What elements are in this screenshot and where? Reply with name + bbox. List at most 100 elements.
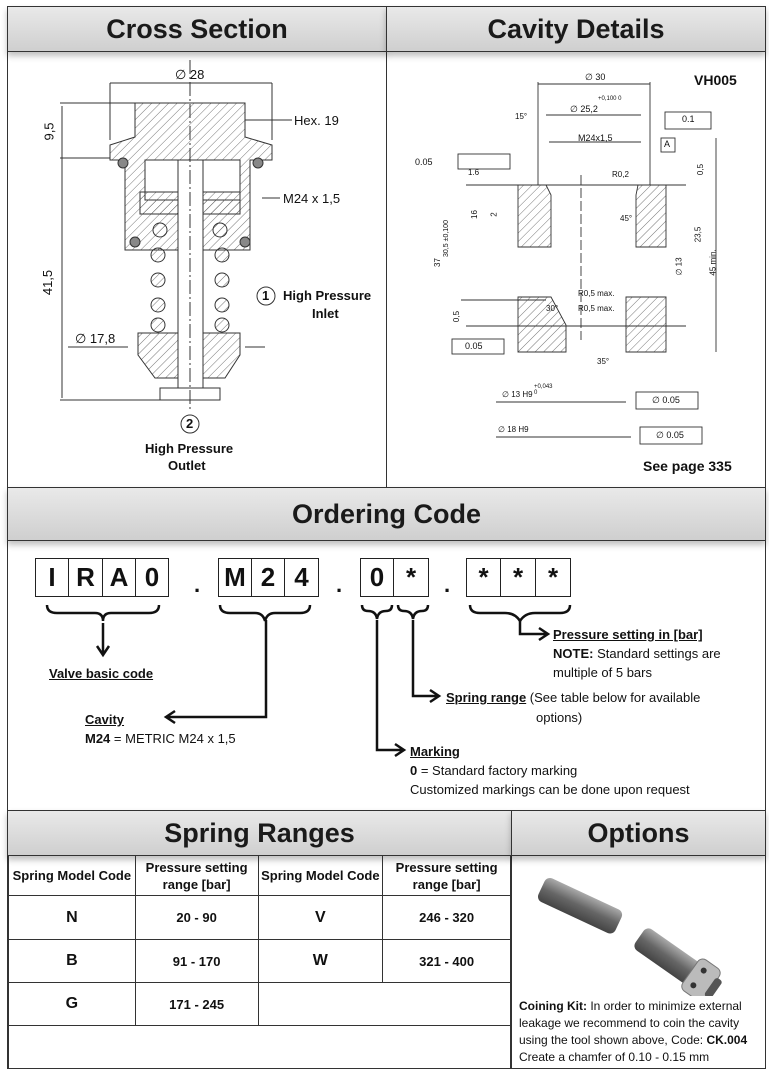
col-header: Pressure setting range [bar] [382,855,511,896]
marking-label: Marking [410,744,460,759]
angle-35: 35° [597,357,610,366]
separator: . [194,572,201,597]
pressure-range: 321 - 400 [382,939,511,983]
coining-kit-desc: In order to minimize external leakage we… [519,999,742,1047]
dim-d25-2: ∅ 25,2 [570,104,598,114]
spring-code: W [257,939,384,983]
spring-code: V [257,895,384,940]
col-header: Pressure setting range [bar] [134,855,259,896]
cavity-code: M24 [85,731,111,746]
tol-d25-2: +0,100 0 [598,96,622,102]
port-1-label-2: Inlet [312,306,339,321]
dim-diameter-28: ∅ 28 [175,67,205,82]
spring-code: N [8,895,136,940]
angle-30: 30° [546,304,559,313]
cavity-title: Cavity Details [386,6,766,52]
spring-ranges-title: Spring Ranges [7,810,512,856]
code-char: 4 [284,558,319,597]
table-header-row: Spring Model Code Pressure setting range… [8,855,511,896]
port-2-number: 2 [186,416,194,431]
dim-r05-a: R0,5 max. [578,289,615,298]
cavity-label: Cavity [85,712,125,727]
code-char: * [393,558,429,597]
perp-tol-1: 0.05 [415,157,433,167]
port-2-label: High Pressure [145,441,234,456]
empty-cell [8,1025,511,1069]
spring-range-label: Spring range [446,690,527,705]
angle-15: 15° [515,112,528,121]
code-char: * [535,558,571,597]
cavity-drawing [451,82,717,445]
conc-tol-2: ∅ 0.05 [656,430,684,440]
code-char: R [68,558,103,597]
empty-cell [257,982,511,1026]
code-char: 0 [360,558,394,597]
pressure-note: NOTE: Standard settings are [553,646,721,661]
pressure-range: 171 - 245 [134,982,259,1026]
separator: . [444,572,451,597]
see-page: See page 335 [643,458,732,474]
cavity-desc-text: = METRIC M24 x 1,5 [110,731,236,746]
pressure-range: 246 - 320 [382,895,511,940]
spring-code: B [8,939,136,983]
perp-tol-2: 0.05 [465,341,483,351]
pressure-setting-label: Pressure setting in [bar] [553,627,703,642]
dim-r02: R0,2 [612,170,629,179]
roughness: 1.6 [468,168,480,177]
spring-code: G [8,982,136,1026]
options-title: Options [511,810,766,856]
spring-ranges-table: Spring Model Code Pressure setting range… [8,855,511,1069]
angle-45: 45° [620,214,633,223]
dim-d18-h9: ∅ 18 H9 [498,425,529,434]
dim-d13-h9: ∅ 13 H9 [502,390,533,399]
cross-section-drawing [60,60,292,434]
spring-range-desc-2: options) [536,710,583,725]
cross-section-title: Cross Section [7,6,387,52]
coining-kit-label: Coining Kit: [519,999,587,1013]
note-label: NOTE: [553,646,594,661]
dim-diameter-17-8: ∅ 17,8 [75,331,116,346]
ordering-title: Ordering Code [7,487,766,541]
col-header: Spring Model Code [8,855,136,896]
separator: . [336,572,343,597]
coining-tool-image [537,877,722,996]
valve-basic-code-label: Valve basic code [49,666,154,681]
marking-desc-text: = Standard factory marking [417,763,578,778]
dim-d30: ∅ 30 [585,72,606,82]
dim-thread: M24 x 1,5 [283,191,341,206]
code-char: A [102,558,136,597]
pressure-range: 20 - 90 [134,895,259,940]
dim-r05-b: R0,5 max. [578,304,615,313]
pressure-range: 91 - 170 [134,939,259,983]
code-char: 2 [251,558,285,597]
runout-tol: 0.1 [682,114,695,124]
cavity-code: VH005 [694,72,737,88]
coining-kit-code: CK.004 [706,1033,748,1047]
dim-m24: M24x1,5 [578,133,613,143]
tol-h9: +0,043 0 [534,384,553,396]
datum-a: A [664,139,671,149]
chamfer-note: Create a chamfer of 0.10 - 0.15 mm [519,1050,710,1064]
spring-range-text: (See table below for available [526,690,701,705]
spring-range-desc: Spring range (See table below for availa… [446,690,700,705]
cavity-desc: M24 = METRIC M24 x 1,5 [85,731,236,746]
port-1-number: 1 [262,288,270,303]
code-char: 0 [135,558,169,597]
pressure-note-2: multiple of 5 bars [553,665,652,680]
port-1-label: High Pressure [283,288,372,303]
port-2-label-2: Outlet [168,458,206,473]
conc-tol-1: ∅ 0.05 [652,395,680,405]
code-char: * [500,558,536,597]
marking-note: Customized markings can be done upon req… [410,782,690,797]
dim-hex: Hex. 19 [294,113,339,128]
marking-desc: 0 = Standard factory marking [410,763,577,778]
marking-code: 0 [410,763,418,778]
note-text: Standard settings are [593,646,721,661]
col-header: Spring Model Code [257,855,384,896]
coining-kit-text: Coining Kit: In order to minimize extern… [519,998,763,1066]
table-row-empty [8,1025,511,1069]
